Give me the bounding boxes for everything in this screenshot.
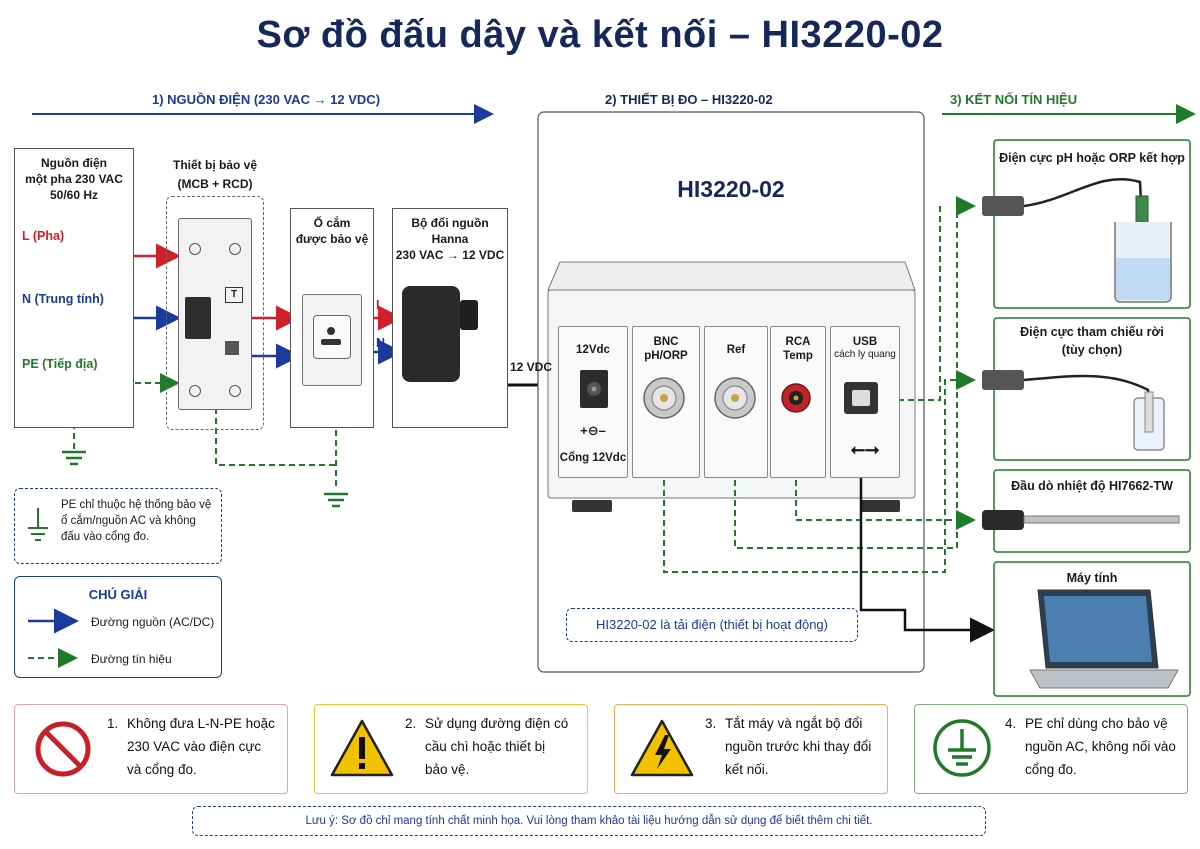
ref-electrode-label-2: (tùy chọn) [1061,343,1123,357]
caution-triangle-icon [330,719,394,777]
port-panel-rca: RCA Temp [770,326,826,478]
warning-1: 1. Không đưa L-N-PE hoặc 230 VAC vào điệ… [14,704,288,794]
power-port-caption: Cổng 12Vdc [559,452,627,464]
warning-3-line-1: Tắt máy và ngắt bộ đổi [725,716,863,731]
pc-box [993,561,1191,697]
warning-4: 4. PE chỉ dùng cho bảo vệ nguồn AC, khôn… [914,704,1188,794]
port-panel-bnc: BNC pH/ORP [632,326,700,478]
device-name: HI3220-02 [677,176,785,202]
warning-3-line-3: kết nối. [725,762,769,777]
rca-label-1: RCA [785,336,811,348]
bnc-label-2: pH/ORP [644,350,688,363]
power-polarity: +⊖– [580,423,606,438]
n-label: N (Trung tính) [22,292,104,306]
no-entry-icon [35,721,91,777]
pe-note-ground-icon [28,508,48,541]
mcb-rcd-device: T [178,218,252,410]
pe-note-line-3: đấu vào cổng đo. [61,531,150,543]
port-panel-power: 12Vdc +⊖– Cổng 12Vdc [558,326,628,478]
pe-note-box: PE chỉ thuộc hệ thống bảo vệ ổ cắm/nguồn… [14,488,222,564]
pe-label: PE (Tiếp địa) [22,357,98,371]
warning-2-line-3: bảo vệ. [425,762,470,777]
bnc-signal-line [663,370,976,573]
socket-l-label: L [376,298,384,312]
power-adapter [402,286,460,382]
ground-symbol-2 [324,492,348,508]
legend-signal: Đường tín hiệu [91,652,172,666]
pe-note-line-2: ổ cắm/nguồn AC và không [61,515,196,527]
device-load-note: HI3220-02 là tải điện (thiết bị hoạt độn… [596,617,828,632]
bnc-label-1: BNC [653,336,679,348]
socket-title-2: được bảo vệ [295,232,369,247]
ref-electrode-label-1: Điện cực tham chiếu rời [1020,325,1164,339]
ph-electrode-label: Điện cực pH hoặc ORP kết hợp [999,151,1185,165]
breaker-title-2: (MCB + RCD) [177,177,253,191]
socket-title-1: Ổ cắm [313,216,351,230]
power-source-box: Nguồn điện một pha 230 VAC 50/60 Hz [14,148,134,428]
warning-4-num: 4. [1005,716,1017,731]
temp-probe-label: Đầu dò nhiệt độ HI7662-TW [1011,479,1173,493]
adapter-output-label: 12 VDC [510,360,553,374]
section-device-title: 2) THIẾT BỊ ĐO – HI3220-02 [605,92,773,107]
warning-2-num: 2. [405,716,417,731]
ground-circle-icon [933,719,991,777]
legend-power: Đường nguồn (AC/DC) [91,615,215,629]
usb-label-1: USB [852,336,878,348]
warning-1-line-3: và cổng đo. [127,762,197,777]
ph-electrode-box [993,139,1191,309]
warning-2: 2. Sử dụng đường điện có cầu chì hoặc th… [314,704,588,794]
ground-symbol-1 [62,450,86,466]
breaker-dashed-frame [166,196,264,430]
breaker-title-1: Thiết bị bảo vệ [172,158,257,172]
usb-cable [859,470,995,643]
warning-2-line-1: Sử dụng đường điện có [425,716,569,731]
source-title-1: Nguồn điện [41,156,107,170]
adapter-title-2: Hanna [431,232,469,247]
warning-3-line-2: nguồn trước khi thay đổi [725,739,872,754]
section-signal-title: 3) KẾT NỐI TÍN HIỆU [950,92,1078,107]
warning-4-line-1: PE chỉ dùng cho bảo vệ [1025,716,1168,731]
warning-3: 3. Tắt máy và ngắt bộ đổi nguồn trước kh… [614,704,888,794]
port-panel-ref: Ref [704,326,768,478]
section-power-title: 1) NGUỒN ĐIỆN (230 VAC → 12 VDC) [152,92,381,107]
mcb-toggle [185,297,211,339]
warning-4-line-2: nguồn AC, không nối vào [1025,739,1176,754]
pc-label: Máy tính [1066,571,1118,585]
warning-1-num: 1. [107,716,119,731]
legend-box: CHÚ GIẢI Đường nguồn (AC/DC) Đường tín h… [14,576,222,678]
usb-label-2: cách ly quang [834,349,896,361]
warning-4-line-3: cổng đo. [1025,762,1077,777]
protected-socket [302,294,362,386]
l-label: L (Pha) [22,229,65,243]
footnote-box: Lưu ý: Sơ đồ chỉ mang tính chất minh họa… [192,806,986,836]
warning-1-line-1: Không đưa L-N-PE hoặc [127,716,275,731]
socket-n-label: N [376,336,386,350]
usb-icon: ⭠⭢ [850,439,880,459]
rca-signal-line [795,440,976,530]
pe-note-line-1: PE chỉ thuộc hệ thống bảo vệ [61,499,212,511]
source-title-3: 50/60 Hz [49,188,99,203]
electric-hazard-icon [630,719,694,777]
source-title-2: một pha 230 VAC [25,172,123,187]
footnote: Lưu ý: Sơ đồ chỉ mang tính chất minh họa… [305,815,873,827]
adapter-title-3: 230 VAC → 12 VDC [395,248,505,263]
warning-3-num: 3. [705,716,717,731]
ref-port-label: Ref [726,344,746,356]
adapter-title-1: Bộ đổi nguồn [411,216,489,230]
ref-signal-line [734,196,976,549]
legend-title: CHÚ GIẢI [88,587,148,602]
warning-2-line-2: cầu chì hoặc thiết bị [425,739,546,754]
power-port-label: 12Vdc [576,344,610,356]
rcd-test-button[interactable]: T [225,287,243,303]
port-panel-usb: USB cách ly quang ⭠⭢ [830,326,900,478]
page-title: Sơ đồ đấu dây và kết nối – HI3220-02 [256,14,944,56]
device-load-note-box: HI3220-02 là tải điện (thiết bị hoạt độn… [566,608,858,642]
warning-1-line-2: 230 VAC vào điện cực [127,739,262,754]
rca-label-2: Temp [783,350,813,363]
